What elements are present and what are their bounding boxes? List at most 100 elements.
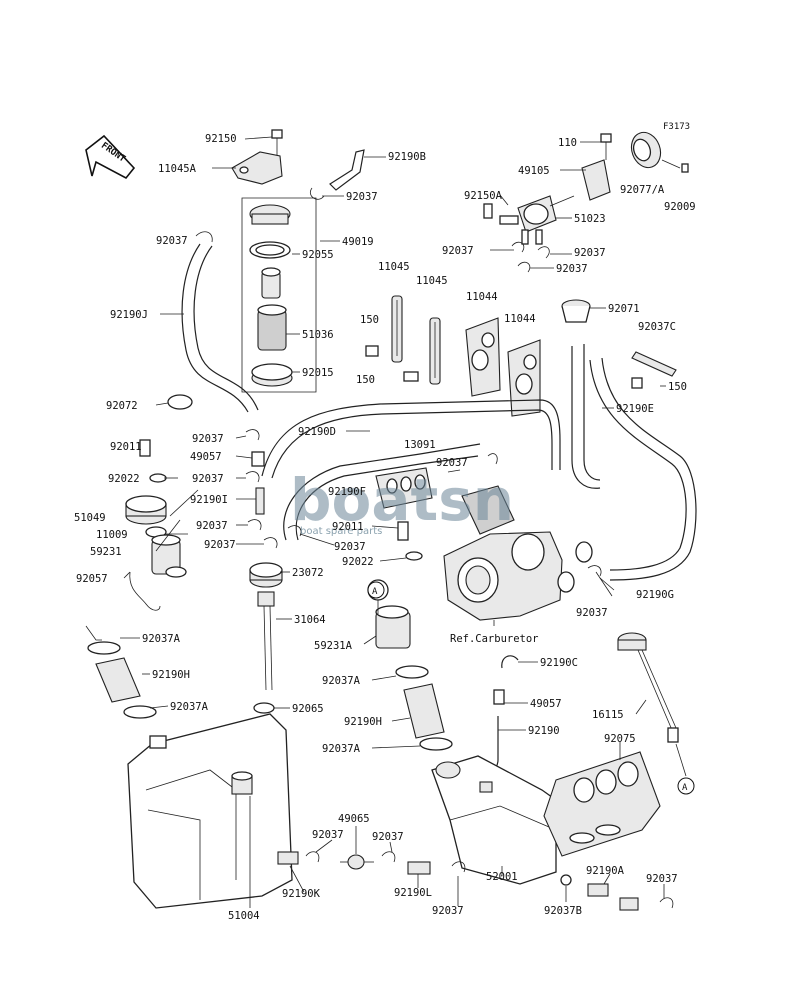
label-92072: 92072 [106, 400, 138, 412]
callout-A-left: A [367, 581, 385, 599]
front-arrow-icon: FRONT [85, 134, 136, 180]
clip-92037-c [511, 241, 525, 253]
clip-92037-i [263, 537, 278, 549]
gasket-92065 [253, 702, 275, 714]
label-92065: 92065 [292, 703, 324, 715]
filler-cap-16115 [617, 632, 679, 743]
clip-92037-g [245, 471, 260, 483]
hose-92190A-b [619, 897, 639, 911]
label-51049: 51049 [74, 512, 106, 524]
label-92190C: 92190C [540, 657, 578, 669]
joint-49057-b [493, 689, 505, 705]
label-110: 110 [558, 137, 577, 149]
callout-A-right: A [677, 777, 695, 795]
label-92037-c: 92037 [442, 245, 474, 257]
label-59231A: 59231A [314, 640, 353, 652]
hose-92190E-a [571, 346, 601, 489]
label-51023: 51023 [574, 213, 606, 225]
clip-92037-o [451, 861, 466, 873]
hose-92190G-b [601, 357, 697, 581]
hose-92190K [277, 851, 299, 865]
label-92190H-1: 92190H [152, 669, 190, 681]
label-92037-g: 92037 [192, 473, 224, 485]
clip-92037-e [517, 261, 531, 273]
bolt-150-a [365, 345, 379, 357]
fitting-59231 [151, 534, 187, 578]
clip-92037-f [245, 429, 260, 441]
label-92037-b: 92037 [156, 235, 188, 247]
screw-92011-a [139, 439, 151, 457]
label-49019: 49019 [342, 236, 374, 248]
label-92190K: 92190K [282, 888, 321, 900]
hose-92190C [501, 655, 519, 669]
clip-92037-n [381, 851, 396, 863]
hose-92190L [407, 861, 431, 875]
clip-92037-k [487, 453, 498, 465]
label-23072: 23072 [292, 567, 324, 579]
label-92037B: 92037B [544, 905, 582, 917]
label-92075: 92075 [604, 733, 636, 745]
label-92190I: 92190I [190, 494, 228, 506]
leader-lines [120, 136, 687, 908]
label-11045A: 11045A [158, 163, 197, 175]
clip-92037-l [587, 565, 602, 577]
reservoir-52001 [431, 755, 572, 886]
label-150-3: 150 [668, 381, 687, 393]
part-labels: 92150 11045A 92190B 92037 110 49105 9215… [74, 133, 696, 922]
label-11045-1: 11045 [378, 261, 410, 273]
label-150-1: 150 [360, 314, 379, 326]
label-11044-1: 11044 [466, 291, 498, 303]
label-49065: 49065 [338, 813, 370, 825]
svg-text:A: A [682, 783, 688, 793]
watermark-logo: boatsn [290, 466, 514, 534]
label-92037-f: 92037 [192, 433, 224, 445]
leader-92037A-1 [85, 625, 102, 641]
hose-92190D-b [271, 409, 553, 479]
label-92190H-2: 92190H [344, 716, 382, 728]
label-92037A-3: 92037A [322, 675, 361, 687]
nut-51049 [125, 495, 167, 525]
label-92037A-1: 92037A [142, 633, 181, 645]
label-59231: 59231 [90, 546, 122, 558]
hose-92190G-a [589, 359, 687, 571]
label-31064: 31064 [294, 614, 326, 626]
label-49057-2: 49057 [530, 698, 562, 710]
label-92011-1: 92011 [110, 441, 142, 453]
label-92190J: 92190J [110, 309, 148, 321]
label-92037-a: 92037 [346, 191, 378, 203]
hose-92190H-2 [395, 665, 453, 751]
cap-23072 [249, 562, 283, 588]
label-92190L: 92190L [394, 887, 432, 899]
label-92022-1: 92022 [108, 473, 140, 485]
hose-92190I [255, 487, 265, 515]
guard-92075 [543, 751, 661, 857]
hose-92190E-b [583, 344, 601, 481]
label-92022-2: 92022 [342, 556, 374, 568]
watermark-subtitle: boat spare parts [300, 526, 382, 537]
figure-code: F3173 [663, 122, 690, 132]
label-49057-1: 49057 [190, 451, 222, 463]
label-92190G: 92190G [636, 589, 674, 601]
filter-assy-49019 [249, 204, 293, 387]
clamp-92072 [167, 394, 193, 410]
hose-92190F-a [283, 443, 481, 541]
label-92037A-2: 92037A [170, 701, 209, 713]
grommet-92071 [561, 299, 591, 323]
clip-92037-j [195, 231, 213, 243]
clip-92037-h [247, 519, 262, 531]
label-92011-2: 92011 [332, 521, 364, 533]
hose-92190H-1 [87, 641, 157, 719]
label-92037-l: 92037 [576, 607, 608, 619]
label-11009: 11009 [96, 529, 128, 541]
carburetor [443, 485, 593, 621]
hose-92190J-a [181, 243, 249, 413]
svg-text:A: A [372, 587, 378, 597]
label-92037-k: 92037 [334, 541, 366, 553]
label-92190A: 92190A [586, 865, 625, 877]
plate-92037C [631, 351, 677, 377]
hose-92190J-b [193, 245, 259, 411]
hose-92190F-b [295, 455, 479, 541]
filter-assembly-frame [241, 197, 317, 393]
clip-92037-m [305, 851, 320, 863]
label-11044-2: 11044 [504, 313, 536, 325]
